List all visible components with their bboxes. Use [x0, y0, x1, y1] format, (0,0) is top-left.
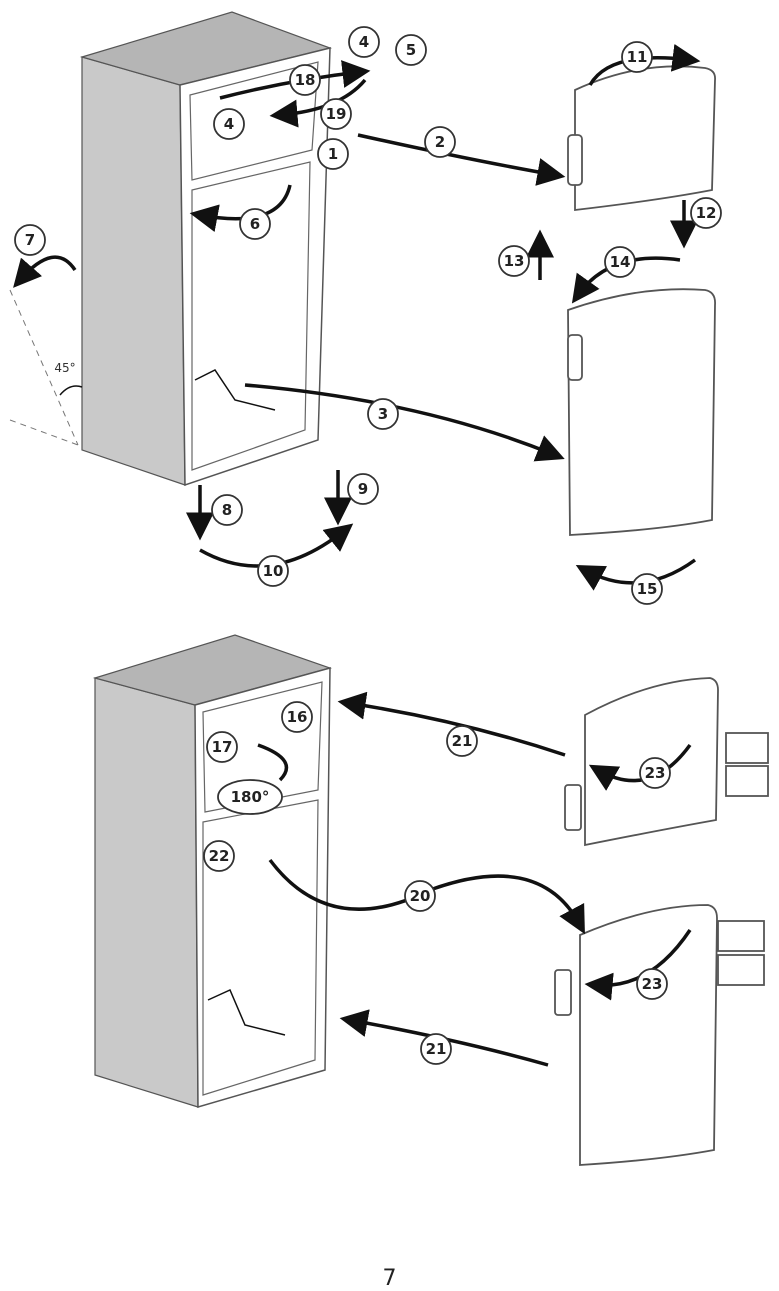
tilt-angle-label: 45° [54, 361, 75, 375]
step-callout-23: 23 [639, 757, 671, 789]
svg-text:1: 1 [328, 145, 338, 163]
step-callout-2: 2 [424, 126, 456, 158]
svg-text:7: 7 [25, 231, 35, 249]
step-callouts: 4 5 18 19 4 2 1 6 7 11 12 13 14 3 8 9 10… [14, 26, 722, 1065]
svg-text:10: 10 [263, 562, 284, 580]
bottom-doors [554, 677, 769, 1166]
svg-text:17: 17 [212, 738, 233, 756]
svg-text:9: 9 [358, 480, 368, 498]
step-callout-23b: 23 [636, 968, 668, 1000]
svg-text:14: 14 [610, 253, 631, 271]
svg-text:15: 15 [637, 580, 658, 598]
step-callout-18: 18 [289, 64, 321, 96]
svg-text:5: 5 [406, 41, 416, 59]
step-callout-11: 11 [621, 41, 653, 73]
step-callout-15: 15 [631, 573, 663, 605]
svg-text:11: 11 [627, 48, 648, 66]
step-callout-10: 10 [257, 555, 289, 587]
step-callout-4b: 4 [213, 108, 245, 140]
svg-text:4: 4 [224, 115, 234, 133]
step-callout-16: 16 [281, 701, 313, 733]
svg-text:3: 3 [378, 405, 388, 423]
svg-text:23: 23 [642, 975, 663, 993]
svg-text:18: 18 [295, 71, 316, 89]
handle-cap-box [717, 920, 765, 952]
step-callout-9: 9 [347, 473, 379, 505]
svg-text:20: 20 [410, 887, 431, 905]
fridge-bottom-illustration [92, 634, 333, 1108]
svg-text:2: 2 [435, 133, 445, 151]
rotate-180-label: 180° [231, 788, 270, 806]
step-callout-1: 1 [317, 138, 349, 170]
svg-text:21: 21 [452, 732, 473, 750]
step-callout-21b: 21 [420, 1033, 452, 1065]
step-callout-6: 6 [239, 208, 271, 240]
svg-text:22: 22 [209, 847, 230, 865]
freezer-door-top [567, 65, 716, 212]
handle-cap-box [725, 765, 769, 797]
step-callout-3: 3 [367, 398, 399, 430]
svg-text:8: 8 [222, 501, 232, 519]
step-callout-4: 4 [348, 26, 380, 58]
step-callout-13: 13 [498, 245, 530, 277]
step-callout-8: 8 [211, 494, 243, 526]
step-callout-21: 21 [446, 725, 478, 757]
rotate-180-badge [217, 779, 283, 815]
step-callout-7: 7 [14, 224, 46, 256]
fridge-top-illustration [79, 11, 333, 487]
svg-text:19: 19 [326, 105, 347, 123]
handle-cap-box [725, 732, 769, 764]
svg-text:13: 13 [504, 252, 525, 270]
svg-text:4: 4 [359, 33, 369, 51]
svg-text:16: 16 [287, 708, 308, 726]
svg-text:12: 12 [696, 204, 717, 222]
fridge-door-top [567, 288, 716, 536]
step-callout-5: 5 [395, 34, 427, 66]
step-callout-22: 22 [203, 840, 235, 872]
page-number: 7 [382, 1266, 397, 1291]
handle-cap-box [717, 954, 765, 986]
tilt-angle-guide: 45° [9, 289, 83, 446]
step-callout-17: 17 [206, 731, 238, 763]
step-callout-14: 14 [604, 246, 636, 278]
step-callout-12: 12 [690, 197, 722, 229]
svg-text:6: 6 [250, 215, 260, 233]
svg-text:23: 23 [645, 764, 666, 782]
step-callout-19: 19 [320, 98, 352, 130]
svg-text:21: 21 [426, 1040, 447, 1058]
step-callout-20: 20 [404, 880, 436, 912]
